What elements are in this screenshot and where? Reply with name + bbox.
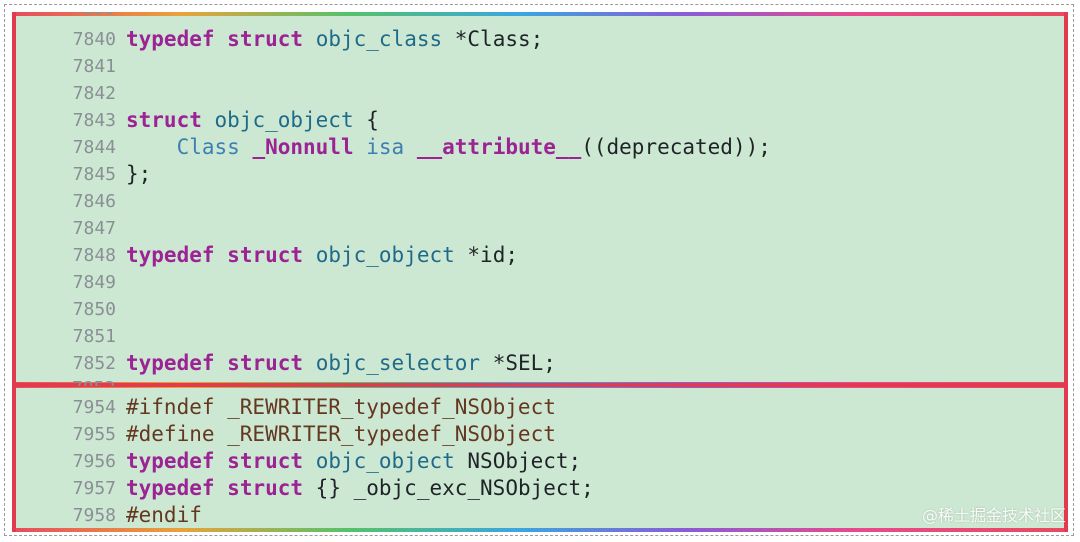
- line-number: 7840: [72, 29, 116, 50]
- code-token: struct: [227, 476, 304, 500]
- code-token: {} _objc_exc_NSObject;: [303, 476, 594, 500]
- code-token: objc_object: [315, 449, 455, 473]
- code-token: struct: [126, 108, 202, 132]
- watermark-text: @稀土掘金技术社区: [921, 506, 1066, 525]
- panel-border-right: [1064, 12, 1068, 386]
- code-token: struct: [227, 243, 304, 267]
- line-number: 7846: [72, 191, 116, 212]
- code-token: objc_object: [214, 108, 354, 132]
- code-token: *id;: [454, 243, 518, 267]
- code-token: #define _REWRITER_typedef_NSObject: [126, 422, 556, 446]
- code-token: [202, 108, 215, 132]
- line-number: 7957: [72, 478, 116, 499]
- code-text: typedef struct objc_class *Class;: [126, 26, 543, 53]
- line-number: 7954: [72, 397, 116, 418]
- clipped-line-top: 7839: [16, 12, 1064, 20]
- code-text: typedef struct objc_object NSObject;: [126, 448, 581, 475]
- code-token: typedef: [126, 476, 215, 500]
- code-token: [303, 243, 316, 267]
- code-token: typedef: [126, 449, 215, 473]
- code-text: typedef struct objc_object *id;: [126, 242, 518, 269]
- code-text: Class _Nonnull isa __attribute__((deprec…: [126, 134, 771, 161]
- code-text: #ifndef _REWRITER_typedef_NSObject: [126, 394, 556, 421]
- code-text: typedef struct {} _objc_exc_NSObject;: [126, 475, 594, 502]
- code-token: [215, 449, 228, 473]
- line-number: 7842: [72, 83, 116, 104]
- clipped-line-bottom: 7853: [16, 378, 1064, 387]
- code-text: typedef struct objc_selector *SEL;: [126, 350, 556, 377]
- code-token: _Nonnull: [252, 135, 354, 159]
- code-token: [303, 351, 316, 375]
- code-token: typedef: [126, 27, 215, 51]
- code-text: };: [126, 161, 151, 188]
- clipped-line-number: 7853: [72, 380, 115, 387]
- line-number: 7849: [72, 272, 116, 293]
- code-token: struct: [227, 449, 304, 473]
- code-token: {: [353, 108, 379, 132]
- panel-border-left: [12, 12, 16, 386]
- line-number: 7844: [72, 137, 116, 158]
- code-token: #endif: [126, 503, 202, 527]
- code-token: typedef: [126, 243, 215, 267]
- line-number: 7847: [72, 218, 116, 239]
- code-text: struct objc_object {: [126, 107, 379, 134]
- code-token: [303, 449, 316, 473]
- code-token: Class: [176, 135, 240, 159]
- line-number: 7852: [72, 353, 116, 374]
- code-token: #ifndef _REWRITER_typedef_NSObject: [126, 395, 556, 419]
- code-token: [354, 135, 367, 159]
- line-number: 7841: [72, 56, 116, 77]
- code-token: struct: [227, 27, 304, 51]
- code-token: objc_selector: [315, 351, 481, 375]
- code-panel-bottom: 7954 #ifndef _REWRITER_typedef_NSObject 79…: [12, 384, 1068, 532]
- code-token: objc_object: [315, 243, 455, 267]
- code-token: *SEL;: [480, 351, 556, 375]
- line-number: 7843: [72, 110, 116, 131]
- panel-border-left: [12, 384, 16, 532]
- code-token: [215, 476, 228, 500]
- code-token: [215, 351, 228, 375]
- code-token: [126, 135, 177, 159]
- code-token: ((deprecated));: [581, 135, 771, 159]
- screenshot-frame: [4, 4, 1074, 536]
- code-text: #define _REWRITER_typedef_NSObject: [126, 421, 556, 448]
- code-token: };: [126, 162, 152, 186]
- line-number: 7850: [72, 299, 116, 320]
- line-number: 7956: [72, 451, 116, 472]
- code-token: struct: [227, 351, 304, 375]
- line-number: 7958: [72, 505, 116, 526]
- line-number: 7851: [72, 326, 116, 347]
- line-number: 7848: [72, 245, 116, 266]
- code-token: isa: [366, 135, 405, 159]
- code-token: typedef: [126, 351, 215, 375]
- code-text: #endif: [126, 502, 202, 529]
- panel-border-right: [1064, 384, 1068, 532]
- code-token: [404, 135, 417, 159]
- code-token: [240, 135, 253, 159]
- code-token: [303, 27, 316, 51]
- clipped-line-number: 7839: [72, 12, 115, 18]
- code-token: NSObject;: [454, 449, 582, 473]
- code-token: [215, 243, 228, 267]
- code-token: [215, 27, 228, 51]
- code-token: *Class;: [442, 27, 544, 51]
- code-token: __attribute__: [416, 135, 582, 159]
- code-token: objc_class: [315, 27, 443, 51]
- line-number: 7845: [72, 164, 116, 185]
- line-number: 7955: [72, 424, 116, 445]
- code-panel-top: 7839 7840 typedef struct objc_class *Clas…: [12, 12, 1068, 386]
